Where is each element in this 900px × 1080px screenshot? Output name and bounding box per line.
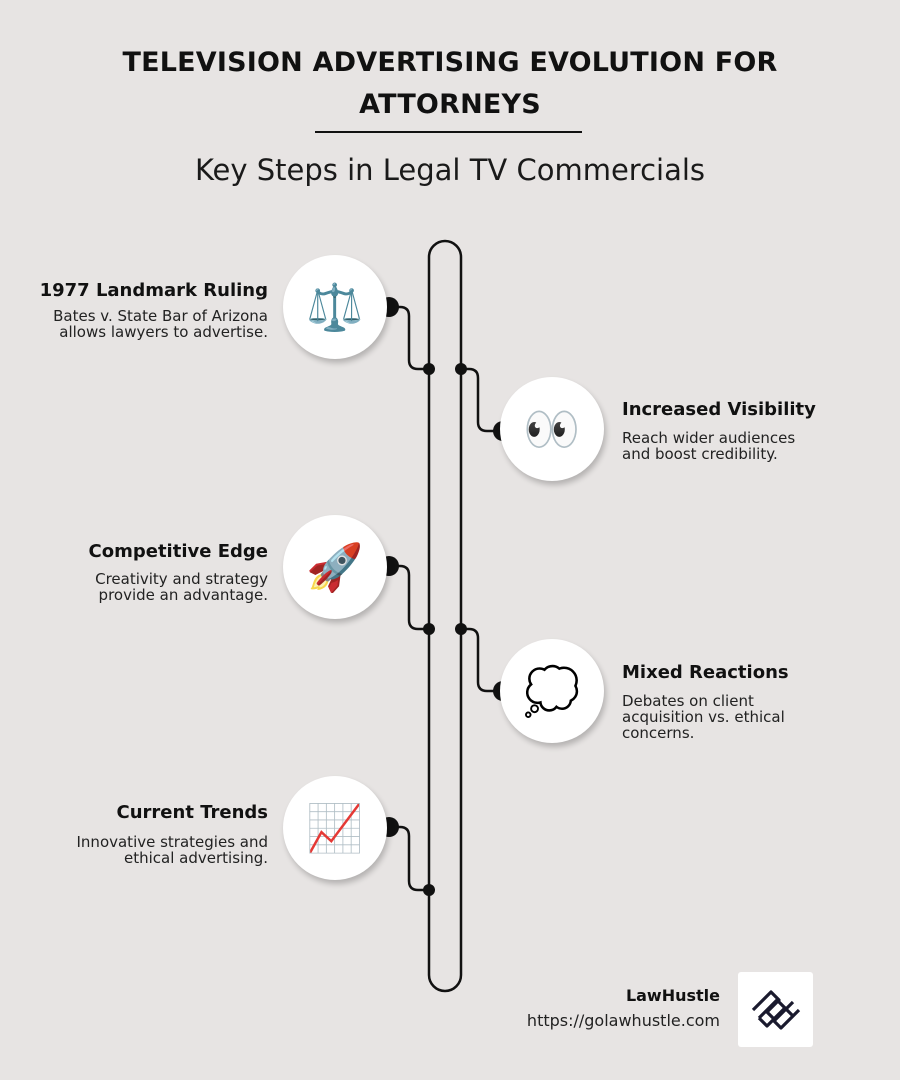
title-underline: [315, 131, 582, 133]
step-5-icon-circle: 📈: [283, 776, 387, 880]
page-title: TELEVISION ADVERTISING EVOLUTION FOR ATT…: [0, 42, 900, 126]
step-5-description: Innovative strategies and ethical advert…: [76, 833, 269, 867]
thought-bubble-icon: 💭: [523, 664, 581, 718]
step-3-icon-circle: 🚀: [283, 515, 387, 619]
balance-scale-icon: ⚖️: [306, 280, 364, 334]
timeline-track: [427, 239, 463, 993]
step-4-icon-circle: 💭: [500, 639, 604, 743]
rocket-icon: 🚀: [306, 540, 364, 594]
step-2-title: Increased Visibility: [622, 399, 816, 420]
track-dot-step-1: [423, 363, 435, 375]
step-3-description: Creativity and strategy provide an advan…: [95, 570, 268, 604]
step-2-description: Reach wider audiences and boost credibil…: [622, 429, 796, 463]
page-subtitle: Key Steps in Legal TV Commercials: [194, 153, 706, 187]
connector-step-1: [389, 305, 429, 371]
track-dot-step-2: [455, 363, 467, 375]
step-4-title: Mixed Reactions: [622, 662, 789, 683]
step-1-icon-circle: ⚖️: [283, 255, 387, 359]
step-4-description: Debates on client acquisition vs. ethica…: [622, 692, 785, 742]
title-line-1: TELEVISION ADVERTISING EVOLUTION FOR: [122, 47, 778, 78]
brand-url[interactable]: https://golawhustle.com: [526, 1011, 720, 1030]
connector-step-2: [461, 367, 503, 433]
track-dot-step-5: [423, 884, 435, 896]
brand-logo: [738, 972, 813, 1047]
connector-step-4: [461, 627, 503, 693]
chart-increasing-icon: 📈: [306, 801, 364, 855]
step-5-title: Current Trends: [116, 802, 268, 823]
eyes-icon: 👀: [523, 402, 581, 456]
step-1-title: 1977 Landmark Ruling: [39, 280, 268, 301]
brand-name: LawHustle: [625, 986, 720, 1005]
title-line-2: ATTORNEYS: [359, 89, 541, 120]
step-2-icon-circle: 👀: [500, 377, 604, 481]
track-dot-step-3: [423, 623, 435, 635]
step-3-title: Competitive Edge: [88, 541, 268, 562]
connector-step-5: [389, 825, 429, 892]
step-1-description: Bates v. State Bar of Arizona allows law…: [53, 307, 268, 341]
connector-step-3: [389, 564, 429, 631]
track-dot-step-4: [455, 623, 467, 635]
lawhustle-logo-icon: [751, 989, 800, 1030]
